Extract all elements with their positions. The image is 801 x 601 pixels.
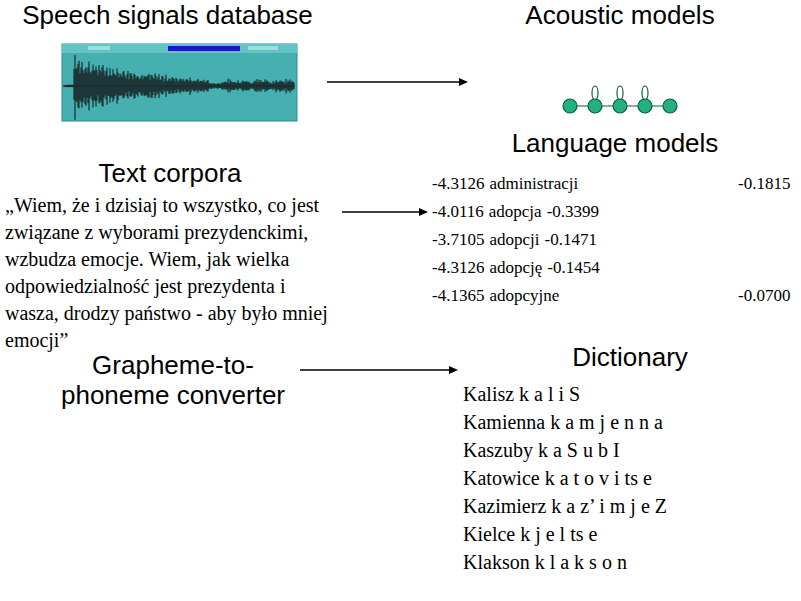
dictionary-entry: Kamienna k a m j e n n a (460, 408, 800, 436)
hmm-icon (563, 86, 677, 113)
log-prob-cell: -0.1454 (547, 254, 599, 282)
word-cell: adopcji (489, 226, 539, 254)
log-prob-cell: -0.0700 (738, 282, 790, 310)
word-cell: adopcja (489, 198, 542, 226)
word-cell: adopcyjne (489, 282, 559, 310)
speech-database: Speech signals database (10, 0, 325, 125)
arrow-line (300, 369, 450, 370)
model-row: -4.3126administracji -0.1815 (432, 170, 800, 198)
dictionary: DictionaryKalisz k a l i SKamienna k a m… (460, 342, 800, 576)
flow-arrow (300, 366, 458, 374)
acoustic-models: Acoustic models (470, 0, 770, 120)
header-field (88, 46, 110, 50)
log-prob-cell: -4.3126 (432, 254, 484, 282)
hmm-state (563, 99, 577, 113)
self-loop (617, 86, 623, 100)
g2p-converter: Grapheme-to- phoneme converter (48, 350, 298, 410)
dictionary-entry: Kazimierz k a z’ i m j e Z (460, 492, 800, 520)
dictionary-entry: Kielce k j e l ts e (460, 520, 800, 548)
model-row: -3.7105adopcji-0.1471 (432, 226, 800, 254)
waveform-window (62, 44, 297, 121)
log-prob-cell: -4.1365 (432, 282, 484, 310)
flow-arrow (342, 208, 428, 216)
hmm-state (663, 99, 677, 113)
flow-arrow (327, 78, 468, 86)
arrowhead (449, 366, 458, 374)
node-heading: Dictionary (460, 342, 800, 372)
node-heading: Acoustic models (470, 0, 770, 30)
dictionary-entry: Kalisz k a l i S (460, 380, 800, 408)
model-row: -4.3126adopcję-0.1454 (432, 254, 800, 282)
dictionary-entry: Klakson k l a k s o n (460, 548, 800, 576)
node-heading: Speech signals database (10, 0, 325, 30)
node-heading: Text corpora (0, 158, 340, 188)
log-prob-cell: -0.1815 (738, 170, 790, 198)
arrow-line (327, 81, 460, 82)
waveform-trace (64, 55, 294, 120)
log-prob-cell: -4.0116 (432, 198, 484, 226)
waveform-header (62, 44, 297, 53)
arrowhead (419, 208, 428, 216)
selection-bar (168, 46, 240, 51)
self-loop (592, 86, 598, 100)
dictionary-entry: Katowice k a t o v i ts e (460, 464, 800, 492)
log-prob-cell: -0.1471 (544, 226, 596, 254)
model-row: -4.0116adopcja-0.3399 (432, 198, 800, 226)
waveform-panel (62, 44, 297, 121)
arrow-line (342, 211, 420, 212)
hmm-state (588, 99, 602, 113)
word-cell: adopcję (489, 254, 542, 282)
node-heading: Grapheme-to- phoneme converter (48, 350, 298, 410)
dictionary-entry: Kaszuby k a S u b I (460, 436, 800, 464)
log-prob-cell: -0.3399 (547, 198, 599, 226)
corpus-quote: „Wiem, że i dzisiaj to wszystko, co jest… (0, 188, 340, 354)
header-field (248, 46, 278, 50)
arrowhead (459, 78, 468, 86)
model-row: -4.1365adopcyjne -0.0700 (432, 282, 800, 310)
node-heading: Language models (430, 128, 800, 158)
hmm-state (638, 99, 652, 113)
text-corpora: Text corpora„Wiem, że i dzisiaj to wszys… (0, 158, 340, 354)
self-loop (642, 86, 648, 100)
hmm-state (613, 99, 627, 113)
language-models: Language models-4.3126administracji-0.18… (430, 128, 800, 310)
log-prob-cell: -4.3126 (432, 170, 484, 198)
word-cell: administracji (489, 170, 578, 198)
log-prob-cell: -3.7105 (432, 226, 484, 254)
